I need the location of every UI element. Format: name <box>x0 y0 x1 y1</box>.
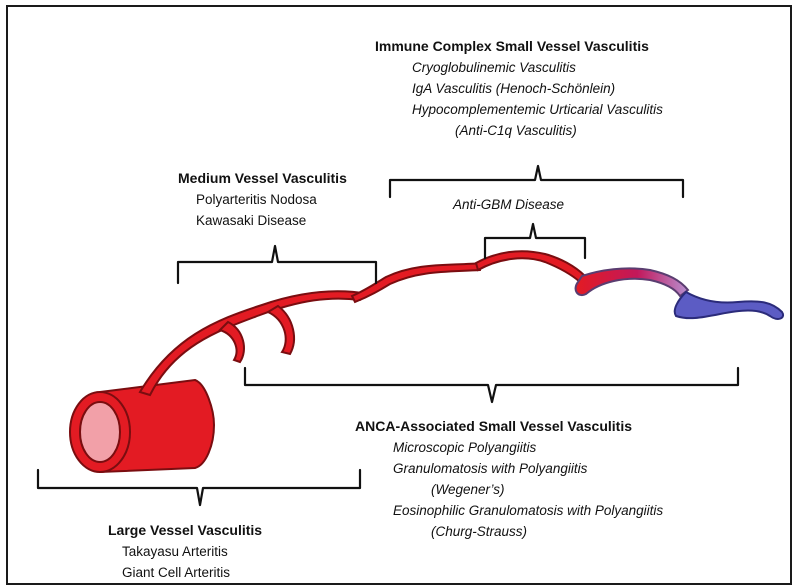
large-vessel-bracket <box>38 470 360 505</box>
anca-item: Granulomatosis with Polyangiitis <box>355 458 663 479</box>
immune-complex-item: (Anti-C1q Vasculitis) <box>375 120 663 141</box>
immune-complex-item: Cryoglobulinemic Vasculitis <box>375 57 663 78</box>
medium-vessel-shape <box>352 263 482 302</box>
large-vessel-title: Large Vessel Vasculitis <box>108 520 262 541</box>
capillary-shape <box>576 268 688 296</box>
medium-branch-1 <box>220 322 244 362</box>
anca-title: ANCA-Associated Small Vessel Vasculitis <box>355 416 663 437</box>
immune-complex-bracket <box>390 166 683 197</box>
immune-complex-label: Immune Complex Small Vessel Vasculitis C… <box>375 36 663 141</box>
large-vessel-item: Takayasu Arteritis <box>108 541 262 562</box>
large-vessel-shape <box>70 380 214 472</box>
medium-vessel-item: Polyarteritis Nodosa <box>178 189 347 210</box>
medium-vessel-label: Medium Vessel Vasculitis Polyarteritis N… <box>178 168 347 231</box>
anca-label: ANCA-Associated Small Vessel Vasculitis … <box>355 416 663 542</box>
anca-item: (Churg-Strauss) <box>355 521 663 542</box>
aorta-arch <box>140 291 368 395</box>
anca-bracket <box>245 368 738 402</box>
anti-gbm-label: Anti-GBM Disease <box>453 194 564 215</box>
medium-vessel-item: Kawasaki Disease <box>178 210 347 231</box>
anca-item: Eosinophilic Granulomatosis with Polyang… <box>355 500 663 521</box>
arteriole-shape <box>476 251 585 282</box>
medium-vessel-bracket <box>178 246 376 283</box>
large-vessel-label: Large Vessel Vasculitis Takayasu Arterit… <box>108 520 262 583</box>
medium-vessel-title: Medium Vessel Vasculitis <box>178 168 347 189</box>
anca-item: (Wegener’s) <box>355 479 663 500</box>
immune-complex-item: IgA Vasculitis (Henoch-Schönlein) <box>375 78 663 99</box>
immune-complex-item: Hypocomplementemic Urticarial Vasculitis <box>375 99 663 120</box>
large-vessel-item: Giant Cell Arteritis <box>108 562 262 583</box>
immune-complex-title: Immune Complex Small Vessel Vasculitis <box>375 36 663 57</box>
venule-shape <box>675 292 783 319</box>
medium-branch-2 <box>268 306 294 354</box>
anca-item: Microscopic Polyangiitis <box>355 437 663 458</box>
